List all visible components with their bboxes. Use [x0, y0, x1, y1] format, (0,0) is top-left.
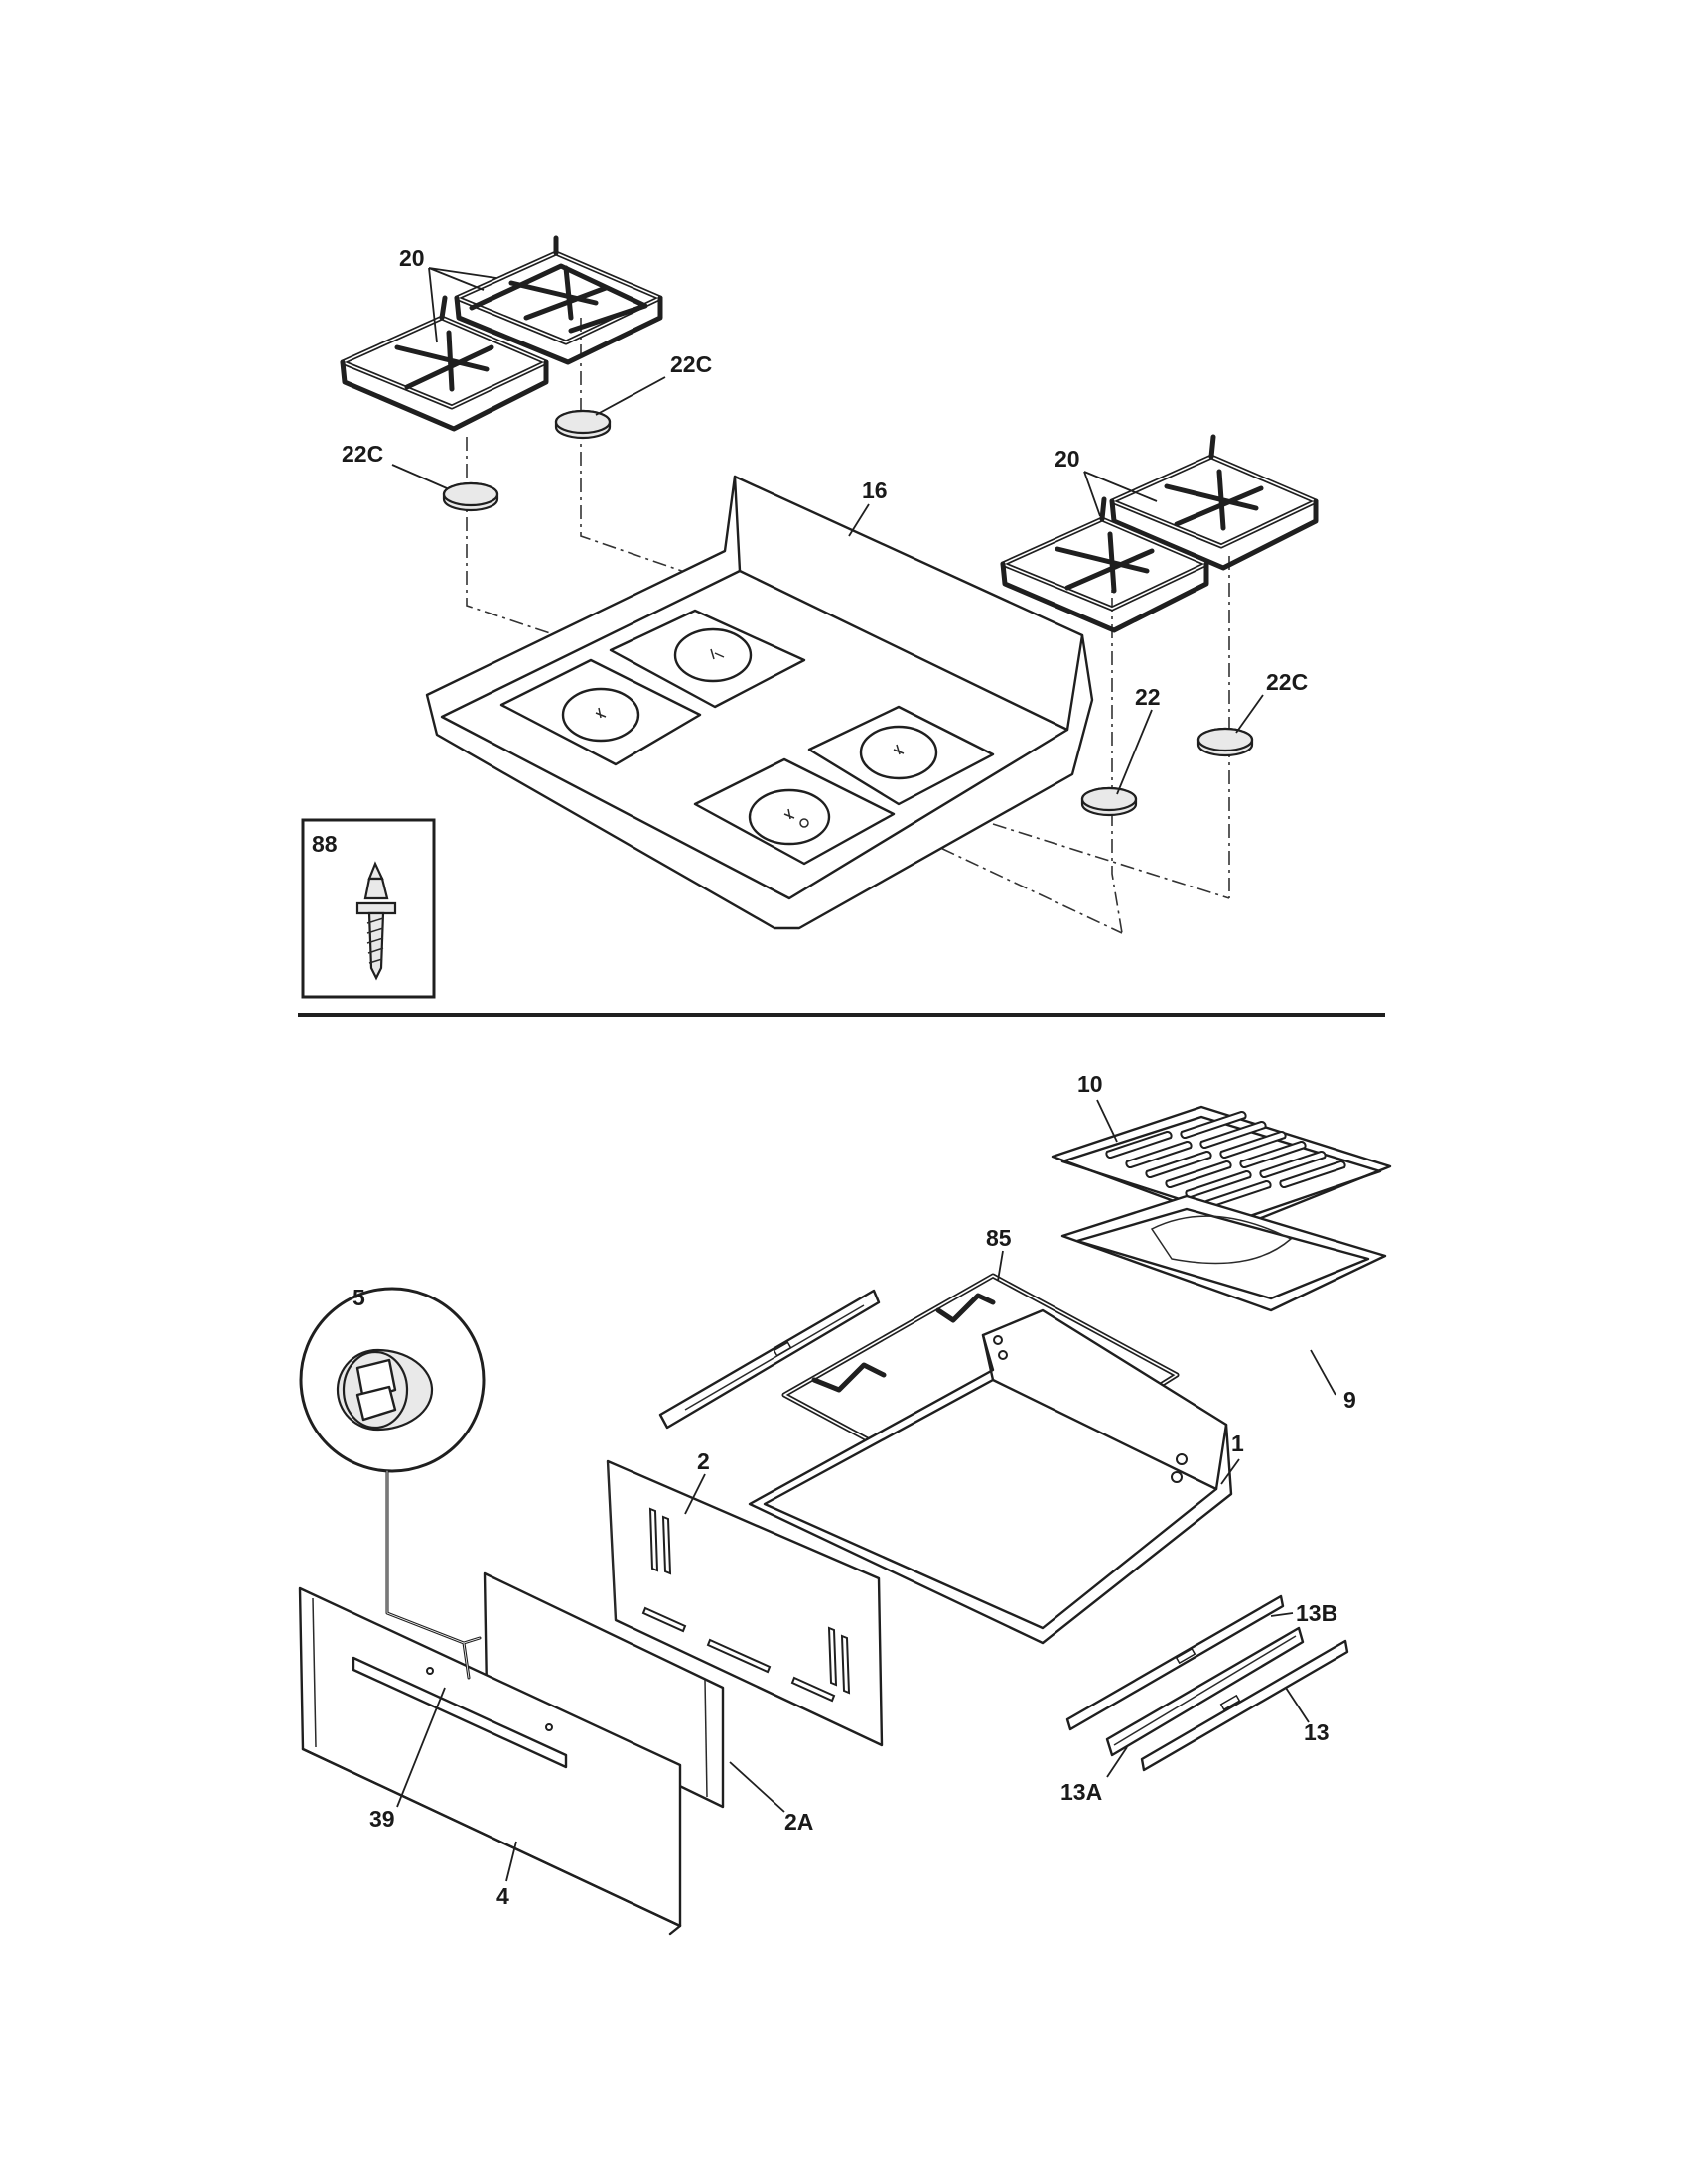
broiler-insert-slots	[1105, 1110, 1346, 1209]
leaders-bottom	[396, 1099, 1336, 1882]
label-grate-right: 20	[1055, 446, 1080, 472]
label-rack: 85	[986, 1225, 1012, 1251]
burner-grate-left-front	[340, 295, 549, 432]
burner-grate-left-rear	[454, 235, 663, 365]
label-cap-left-upper: 22C	[670, 351, 712, 377]
drawer-rail-upper	[658, 1289, 881, 1430]
knob-inset	[299, 1287, 486, 1680]
label-cap-right: 22C	[1266, 669, 1308, 695]
label-knob: 5	[352, 1285, 365, 1310]
label-cap-right-plain: 22	[1135, 684, 1161, 710]
burner-grate-right-front	[1000, 496, 1209, 633]
label-screw: 88	[312, 831, 338, 857]
burner-grate-right-rear	[1109, 434, 1319, 571]
screw-inset	[301, 818, 436, 999]
label-cap-left-lower: 22C	[342, 441, 383, 467]
drawer-handle	[352, 1656, 568, 1769]
broiler-pan	[1060, 1194, 1387, 1312]
label-slide-a: 13A	[1060, 1779, 1102, 1805]
drawer-slide-b	[1065, 1594, 1285, 1731]
leaders-top	[391, 267, 1264, 795]
burner-cap-right	[1196, 727, 1254, 757]
label-slide-b: 13B	[1296, 1600, 1337, 1626]
drawer-slide	[1140, 1639, 1349, 1772]
burner-cap-left-upper	[554, 409, 612, 440]
drawer-front-inner	[606, 1459, 884, 1747]
label-grate-left: 20	[399, 245, 425, 271]
burner-cap-left-lower	[442, 481, 499, 512]
label-broiler-pan: 9	[1343, 1387, 1356, 1413]
label-drawer-panel: 4	[496, 1883, 509, 1909]
broiler-insert	[1051, 1105, 1392, 1228]
label-handle: 39	[369, 1806, 395, 1832]
drawer-body	[748, 1308, 1233, 1645]
label-drawer-body: 1	[1231, 1431, 1244, 1456]
cooktop	[425, 475, 1094, 930]
label-drawer-front-spacer: 2A	[784, 1809, 813, 1835]
label-slide: 13	[1304, 1719, 1330, 1745]
label-drawer-front-inner: 2	[697, 1448, 710, 1474]
drawer-panel	[298, 1586, 682, 1936]
drawer-slide-a	[1105, 1626, 1305, 1757]
burner-cap-right-plain	[1080, 786, 1138, 817]
label-cooktop: 16	[862, 478, 888, 503]
section-divider	[298, 1013, 1385, 1017]
label-broiler-insert: 10	[1077, 1071, 1103, 1097]
drawer-front-spacer	[483, 1571, 725, 1809]
